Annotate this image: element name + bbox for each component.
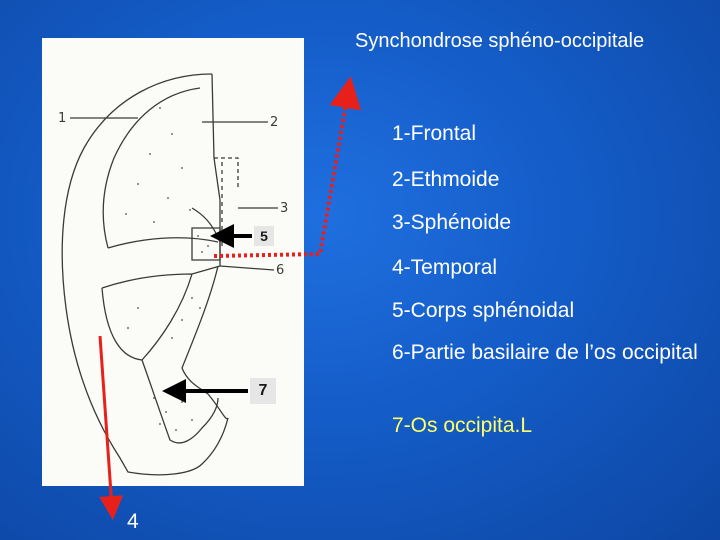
label-corps-sphenoidal: 5-Corps sphénoidal xyxy=(392,299,575,322)
frontal-inner-line xyxy=(102,87,201,249)
leader-line-6 xyxy=(219,265,275,271)
label-ethmoide: 2-Ethmoide xyxy=(392,168,500,191)
skull-sketch-drawing: 1 2 3 6 xyxy=(58,73,288,476)
bone-texture-dots xyxy=(125,107,209,431)
label-os-occipital: 7-Os occipita.L xyxy=(392,414,533,437)
frontal-lower-line xyxy=(107,237,219,249)
slide-title: Synchondrose sphéno-occipitale xyxy=(355,30,645,52)
sketch-label-3: 3 xyxy=(280,201,288,216)
marker-five: 5 xyxy=(254,226,274,246)
label-partie-basilaire: 6-Partie basilaire de l’os occipital xyxy=(392,341,698,364)
occipital-outline xyxy=(141,359,219,444)
marker-four: 4 xyxy=(127,510,139,533)
basilar-part-outline xyxy=(181,265,229,420)
marker-seven: 7 xyxy=(250,378,276,404)
temporal-outline xyxy=(101,273,193,361)
skull-outline xyxy=(61,73,229,476)
label-temporal: 4-Temporal xyxy=(392,256,498,279)
sketch-label-6: 6 xyxy=(276,263,284,278)
skull-sketch-image: 1 2 3 6 xyxy=(42,38,304,486)
sketch-label-1: 1 xyxy=(58,111,66,126)
sketch-label-2: 2 xyxy=(270,115,278,130)
label-frontal: 1-Frontal xyxy=(392,122,477,145)
label-sphenoide: 3-Sphénoide xyxy=(392,211,512,234)
